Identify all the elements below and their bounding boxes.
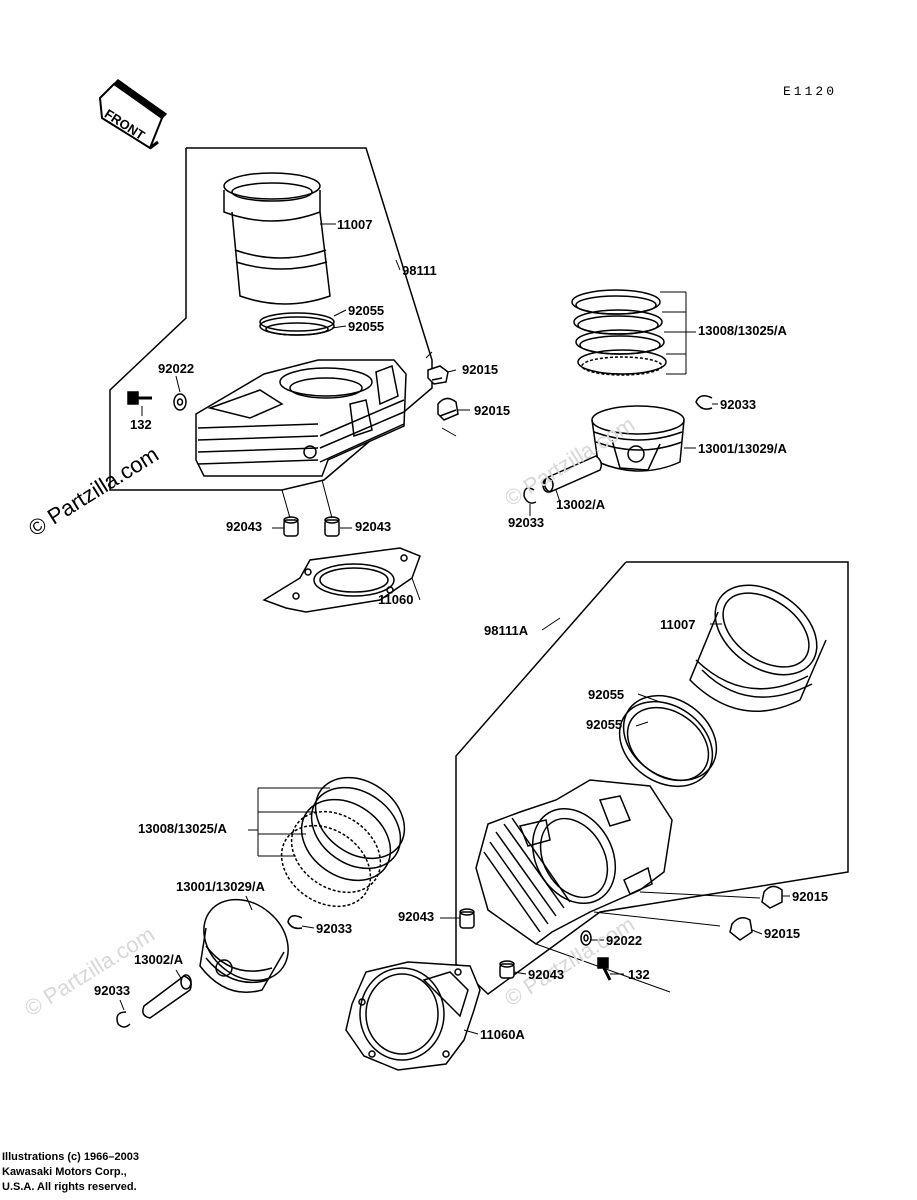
cylinder-block-lower — [475, 779, 673, 945]
cap-nut-lower-b — [729, 917, 753, 941]
label-piston-lower: 13001/13029/A — [176, 879, 265, 894]
label-o-ring-upper-a: 92055 — [348, 303, 385, 318]
label-dowel-lower-bottom: 92043 — [528, 967, 565, 982]
bolt-upper — [127, 391, 152, 405]
copyright-line-3: U.S.A. All rights reserved. — [2, 1181, 137, 1193]
label-dowel-upper-right: 92043 — [355, 519, 392, 534]
piston-pin-upper — [542, 455, 603, 493]
head-gasket-lower — [345, 961, 481, 1071]
label-o-ring-lower-b: 92055 — [586, 717, 623, 732]
copyright-line-2: Kawasaki Motors Corp., — [2, 1166, 127, 1178]
label-ring-set-upper: 13008/13025/A — [698, 323, 787, 338]
label-cylinder-assy-upper: 98111 — [402, 263, 437, 278]
circlip-lower-left — [116, 1011, 131, 1028]
liner-o-rings-upper — [259, 312, 335, 336]
label-cylinder-assy-lower: 98111A — [484, 623, 529, 638]
circlip-upper-left — [523, 487, 537, 504]
leader-lines — [119, 223, 790, 1035]
label-nut-lower-a: 92015 — [792, 889, 829, 904]
cylinder-assy-outline-lower — [455, 561, 849, 995]
label-nut-upper-a: 92015 — [462, 362, 499, 377]
liner-o-rings-lower — [618, 694, 718, 788]
label-circlip-upper-right: 92033 — [720, 397, 757, 412]
label-dowel-upper-left: 92043 — [226, 519, 263, 534]
label-piston-pin-lower: 13002/A — [134, 952, 184, 967]
label-bolt-lower: 132 — [628, 967, 650, 982]
front-arrow-icon — [98, 79, 168, 150]
label-liner-upper: 11007 — [337, 217, 373, 232]
label-gasket-lower: 11060A — [480, 1027, 525, 1042]
cylinder-liner-lower — [689, 584, 827, 712]
label-nut-lower-b: 92015 — [764, 926, 801, 941]
piston-rings-lower — [280, 776, 406, 908]
piston-pin-lower — [142, 974, 192, 1019]
label-circlip-lower-left: 92033 — [94, 983, 131, 998]
label-ring-set-lower: 13008/13025/A — [138, 821, 227, 836]
dowel-pin-upper-left — [283, 516, 299, 537]
label-circlip-upper-left: 92033 — [508, 515, 545, 530]
label-bolt-upper: 132 — [130, 417, 152, 432]
label-liner-lower: 11007 — [660, 617, 696, 632]
dowel-pin-lower-left — [459, 908, 475, 929]
label-gasket-upper: 11060 — [378, 592, 414, 607]
cylinder-assy-outline-upper — [109, 147, 433, 491]
label-piston-upper: 13001/13029/A — [698, 441, 787, 456]
label-washer-upper: 92022 — [158, 361, 195, 376]
dowel-pin-lower-bottom — [499, 960, 515, 979]
cylinder-liner-upper — [223, 172, 331, 305]
label-o-ring-lower-a: 92055 — [588, 687, 625, 702]
copyright-line-1: Illustrations (c) 1966–2003 — [2, 1151, 139, 1163]
piston-rings-upper — [571, 289, 667, 376]
label-nut-upper-b: 92015 — [474, 403, 511, 418]
circlip-lower-right — [287, 915, 303, 930]
diagram-code: E1120 — [783, 84, 838, 99]
dowel-pin-upper-right — [324, 516, 340, 537]
head-gasket-upper — [262, 547, 421, 613]
cap-nut-upper-a — [427, 365, 449, 385]
label-dowel-lower-left: 92043 — [398, 909, 435, 924]
copyright-notice: Illustrations (c) 1966–2003 Kawasaki Mot… — [2, 1150, 139, 1195]
circlip-upper-right — [695, 395, 713, 410]
label-o-ring-upper-b: 92055 — [348, 319, 385, 334]
cylinder-block-upper — [195, 359, 407, 477]
cap-nut-upper-b — [437, 397, 459, 421]
label-washer-lower: 92022 — [606, 933, 643, 948]
washer-upper — [173, 393, 187, 411]
bolt-lower — [597, 957, 612, 981]
cap-nut-lower-a — [761, 885, 783, 909]
washer-lower — [580, 930, 592, 946]
label-circlip-lower-right: 92033 — [316, 921, 353, 936]
label-piston-pin-upper: 13002/A — [556, 497, 606, 512]
piston-lower — [199, 898, 289, 994]
